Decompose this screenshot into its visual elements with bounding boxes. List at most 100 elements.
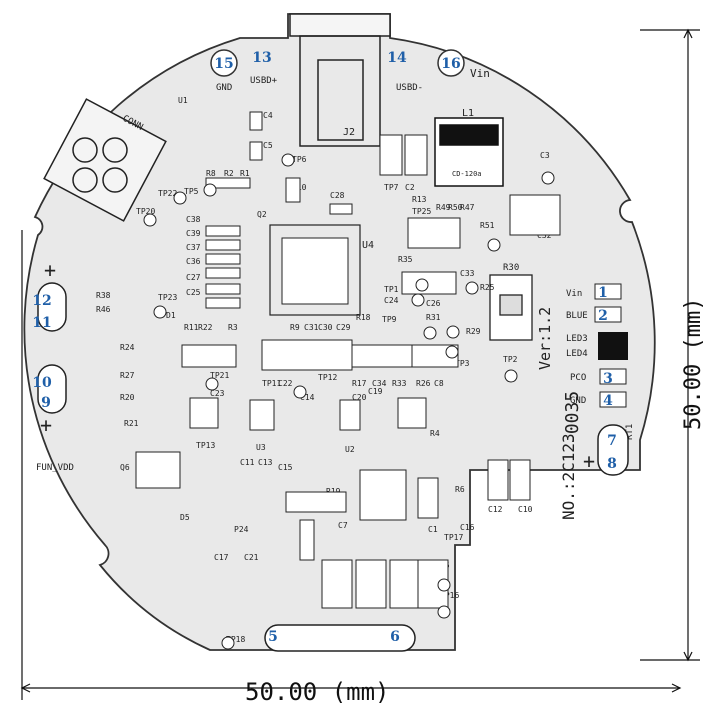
test-point-4 xyxy=(143,213,157,227)
component-label-tp18: TP18 xyxy=(226,635,245,644)
component-label-tp13: TP13 xyxy=(196,441,215,450)
pad-number-9: 9 xyxy=(41,395,51,411)
smd-part-23 xyxy=(339,399,361,431)
pad-number-1: 1 xyxy=(598,285,608,301)
led-connector xyxy=(598,332,628,360)
component-label-c7: C7 xyxy=(338,521,348,530)
label-u2: U2 xyxy=(345,445,355,454)
component-label-c14: C14 xyxy=(300,393,315,402)
component-label-tp7: TP7 xyxy=(384,183,399,192)
smd-part-24 xyxy=(397,397,427,429)
component-label-r29: R29 xyxy=(466,327,481,336)
pad-number-7: 7 xyxy=(607,433,617,449)
test-point-10 xyxy=(445,345,459,359)
component-label-r46: R46 xyxy=(96,305,111,314)
component-label-c23: C23 xyxy=(210,389,225,398)
ic-u4 xyxy=(269,224,361,316)
smd-part-1 xyxy=(249,111,263,131)
component-label-tp1: TP1 xyxy=(384,285,399,294)
component-label-c1: C1 xyxy=(428,525,438,534)
smd-part-21 xyxy=(189,397,219,429)
smd-part-4 xyxy=(285,177,301,203)
component-label-r27: R27 xyxy=(120,371,135,380)
smd-part-35 xyxy=(299,519,315,561)
right-dimension xyxy=(640,28,700,662)
component-label-r13: R13 xyxy=(412,195,427,204)
board-id2: -0035 xyxy=(562,391,583,445)
height-dimension-label: 50.00 (mm) xyxy=(681,298,706,430)
component-label-tp9: TP9 xyxy=(382,315,397,324)
component-label-c27: C27 xyxy=(186,273,201,282)
component-label-r20: R20 xyxy=(120,393,135,402)
component-label-c33: C33 xyxy=(460,269,475,278)
pad-number-3: 3 xyxy=(603,371,613,387)
component-label-tp6: TP6 xyxy=(292,155,307,164)
smd-part-34 xyxy=(417,559,449,609)
label-plus-right: + xyxy=(583,449,595,473)
component-label-r2: R2 xyxy=(224,169,234,178)
component-label-c2: C2 xyxy=(405,183,415,192)
pad-outline-7-8 xyxy=(597,424,629,476)
label-gnd-top: GND xyxy=(216,83,232,93)
component-label-tp5: TP5 xyxy=(184,187,199,196)
l1-label: L1 xyxy=(462,108,474,119)
test-point-17 xyxy=(415,278,429,292)
smd-part-7 xyxy=(205,253,241,265)
test-point-5 xyxy=(153,305,167,319)
label-d5: D5 xyxy=(180,513,190,522)
component-label-c21: C21 xyxy=(244,553,259,562)
label-vin-right: Vin xyxy=(566,289,582,299)
component-label-tp20: TP20 xyxy=(136,207,155,216)
component-label-r4: R4 xyxy=(430,429,440,438)
label-d1: D1 xyxy=(166,311,176,320)
component-label-r51: R51 xyxy=(480,221,495,230)
smd-part-19 xyxy=(379,134,403,176)
label-blue: BLUE xyxy=(566,311,588,321)
component-label-r8: R8 xyxy=(206,169,216,178)
label-usbd-minus: USBD- xyxy=(396,83,423,93)
component-label-c13: C13 xyxy=(258,458,273,467)
component-label-c30: C30 xyxy=(318,323,333,332)
component-label-r9: R9 xyxy=(290,323,300,332)
label-fun-vdd: FUN_VDD xyxy=(36,463,74,473)
conn-block xyxy=(43,98,167,222)
label-vin-top: Vin xyxy=(470,67,490,80)
pad-number-13: 13 xyxy=(252,50,271,66)
test-point-11 xyxy=(504,369,518,383)
component-label-r24: R24 xyxy=(120,343,135,352)
component-label-tp16: TP16 xyxy=(440,591,459,600)
smd-part-29 xyxy=(359,469,407,521)
resistor-r30 xyxy=(489,274,533,341)
component-label-r18: R18 xyxy=(356,313,371,322)
pad-outline-right-1 xyxy=(594,283,622,300)
label-q6: Q6 xyxy=(120,463,130,472)
test-point-16 xyxy=(437,605,451,619)
label-u3: U3 xyxy=(256,443,266,452)
pad-number-10: 10 xyxy=(32,375,52,391)
component-label-tp2: TP2 xyxy=(503,355,518,364)
component-label-c17: C17 xyxy=(214,553,229,562)
component-label-r35: R35 xyxy=(398,255,413,264)
pad-number-6: 6 xyxy=(390,629,400,645)
component-label-c22: C22 xyxy=(278,379,293,388)
component-label-r3: R3 xyxy=(228,323,238,332)
smd-part-32 xyxy=(355,559,387,609)
test-point-18 xyxy=(411,293,425,307)
test-point-2 xyxy=(203,183,217,197)
pad-number-4: 4 xyxy=(603,393,613,409)
label-gnd-right: GND xyxy=(570,396,586,406)
test-point-13 xyxy=(205,377,219,391)
smd-part-11 xyxy=(329,203,353,215)
test-point-12 xyxy=(293,385,307,399)
pad-circle-16 xyxy=(437,49,465,77)
smd-part-9 xyxy=(205,283,241,295)
component-label-c4: C4 xyxy=(263,111,273,120)
smd-part-20 xyxy=(404,134,428,176)
test-point-19 xyxy=(423,326,437,340)
component-label-c15: C15 xyxy=(278,463,293,472)
label-plus-left-top: + xyxy=(44,258,56,282)
test-point-1 xyxy=(281,153,295,167)
component-label-c3: C3 xyxy=(540,151,550,160)
